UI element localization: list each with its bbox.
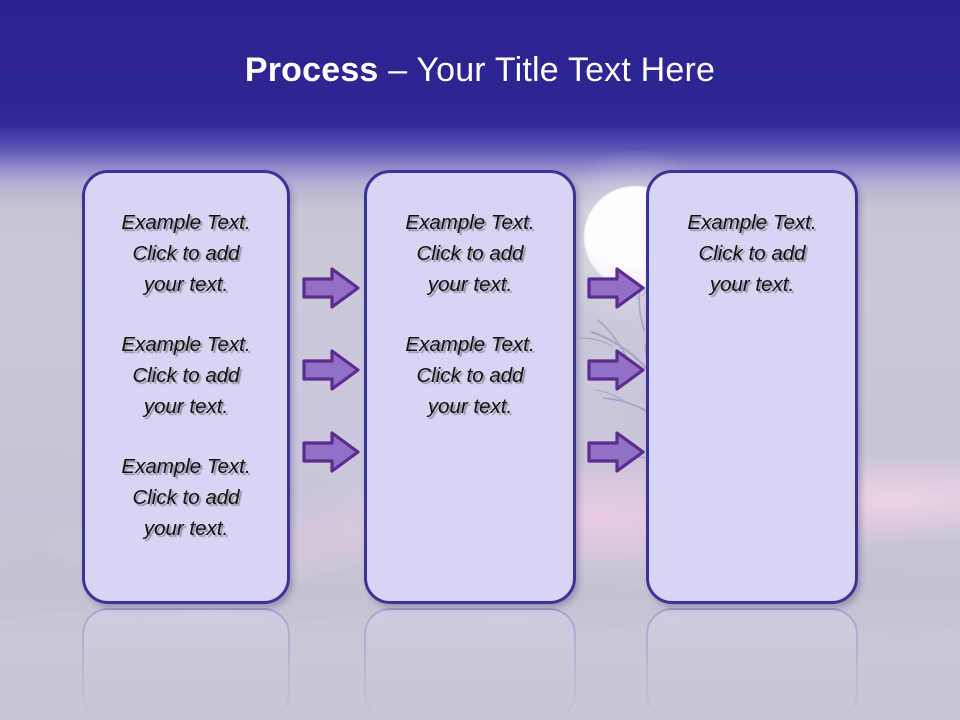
process-box-2-content: Example Text. Click to add your text. Ex… — [377, 207, 563, 422]
process-box-2-paragraph-1: Example Text. Click to add your text. — [405, 211, 535, 296]
process-box-1-content: Example Text. Click to add your text. Ex… — [95, 207, 277, 544]
process-box-2-paragraph-2: Example Text. Click to add your text. — [405, 333, 535, 418]
process-box-2-reflection — [364, 608, 576, 720]
arrow-right-icon-1a[interactable] — [301, 265, 361, 311]
arrow-right-icon-2b[interactable] — [586, 347, 646, 393]
process-box-1-paragraph-1: Example Text. Click to add your text. — [121, 211, 251, 296]
process-box-1-reflection — [82, 608, 290, 720]
arrow-right-icon-2c[interactable] — [586, 429, 646, 475]
page-title: Process – Your Title Text Here — [0, 50, 960, 90]
process-box-3-reflection — [646, 608, 858, 720]
process-box-1-paragraph-3: Example Text. Click to add your text. — [121, 455, 251, 540]
arrow-right-icon-2a[interactable] — [586, 265, 646, 311]
process-box-3-paragraph-1: Example Text. Click to add your text. — [687, 211, 817, 296]
arrow-right-icon-1c[interactable] — [301, 429, 361, 475]
process-box-1-paragraph-2: Example Text. Click to add your text. — [121, 333, 251, 418]
arrow-right-icon-1b[interactable] — [301, 347, 361, 393]
process-box-1[interactable]: Example Text. Click to add your text. Ex… — [82, 170, 290, 604]
process-box-3-content: Example Text. Click to add your text. — [659, 207, 845, 300]
process-box-3[interactable]: Example Text. Click to add your text. — [646, 170, 858, 604]
process-box-2[interactable]: Example Text. Click to add your text. Ex… — [364, 170, 576, 604]
page-title-rest: – Your Title Text Here — [378, 51, 716, 89]
page-title-strong: Process — [244, 51, 379, 89]
